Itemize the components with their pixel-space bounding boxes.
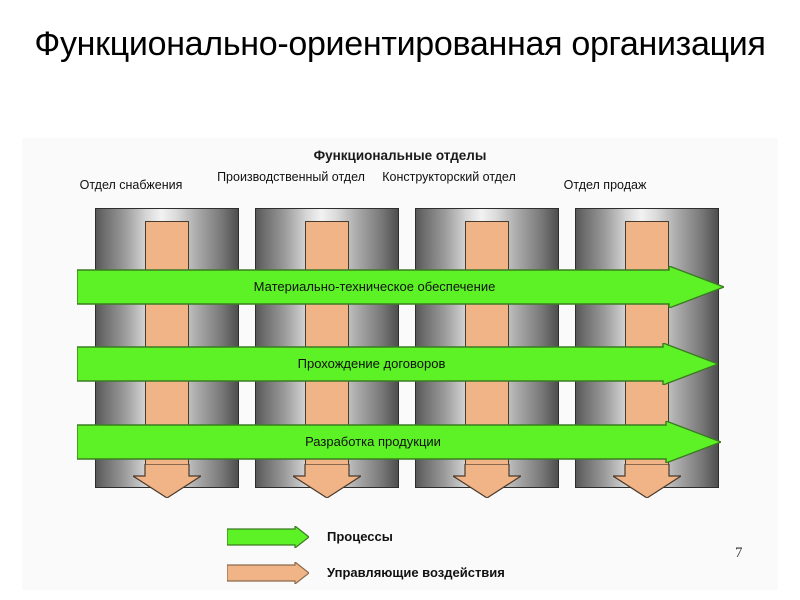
page-title: Функционально-ориентированная организаци… <box>34 25 766 63</box>
green-arrow-icon <box>227 526 309 548</box>
process-arrow-contracts: Прохождение договоров <box>77 343 718 385</box>
control-arrow-head-icon <box>613 464 681 498</box>
column-header-sales: Отдел продаж <box>563 178 647 192</box>
control-arrow-head-icon <box>133 464 201 498</box>
legend-item-control-actions: Управляющие воздействия <box>227 562 647 584</box>
column-header-design: Конструкторский отдел <box>382 170 516 184</box>
page-number: 7 <box>735 545 743 561</box>
process-arrow-product-development: Разработка продукции <box>77 421 721 463</box>
control-arrow-head-icon <box>453 464 521 498</box>
diagram-panel: Функциональные отделы Отдел снабжения Пр… <box>22 138 778 590</box>
legend-label-processes: Процессы <box>327 529 393 544</box>
process-arrow-label: Материально-техническое обеспечение <box>253 279 496 294</box>
column-header-production: Производственный отдел <box>217 170 365 184</box>
diagram-caption: Функциональные отделы <box>313 148 487 163</box>
column-header-supply: Отдел снабжения <box>79 178 183 192</box>
legend-item-processes: Процессы <box>227 526 647 548</box>
legend-label-control-actions: Управляющие воздействия <box>327 565 505 580</box>
process-arrow-label: Прохождение договоров <box>297 356 446 371</box>
orange-arrow-icon <box>227 562 309 584</box>
control-arrow-head-icon <box>293 464 361 498</box>
process-arrow-label: Разработка продукции <box>305 434 441 449</box>
process-arrow-supply: Материально-техническое обеспечение <box>77 266 724 308</box>
